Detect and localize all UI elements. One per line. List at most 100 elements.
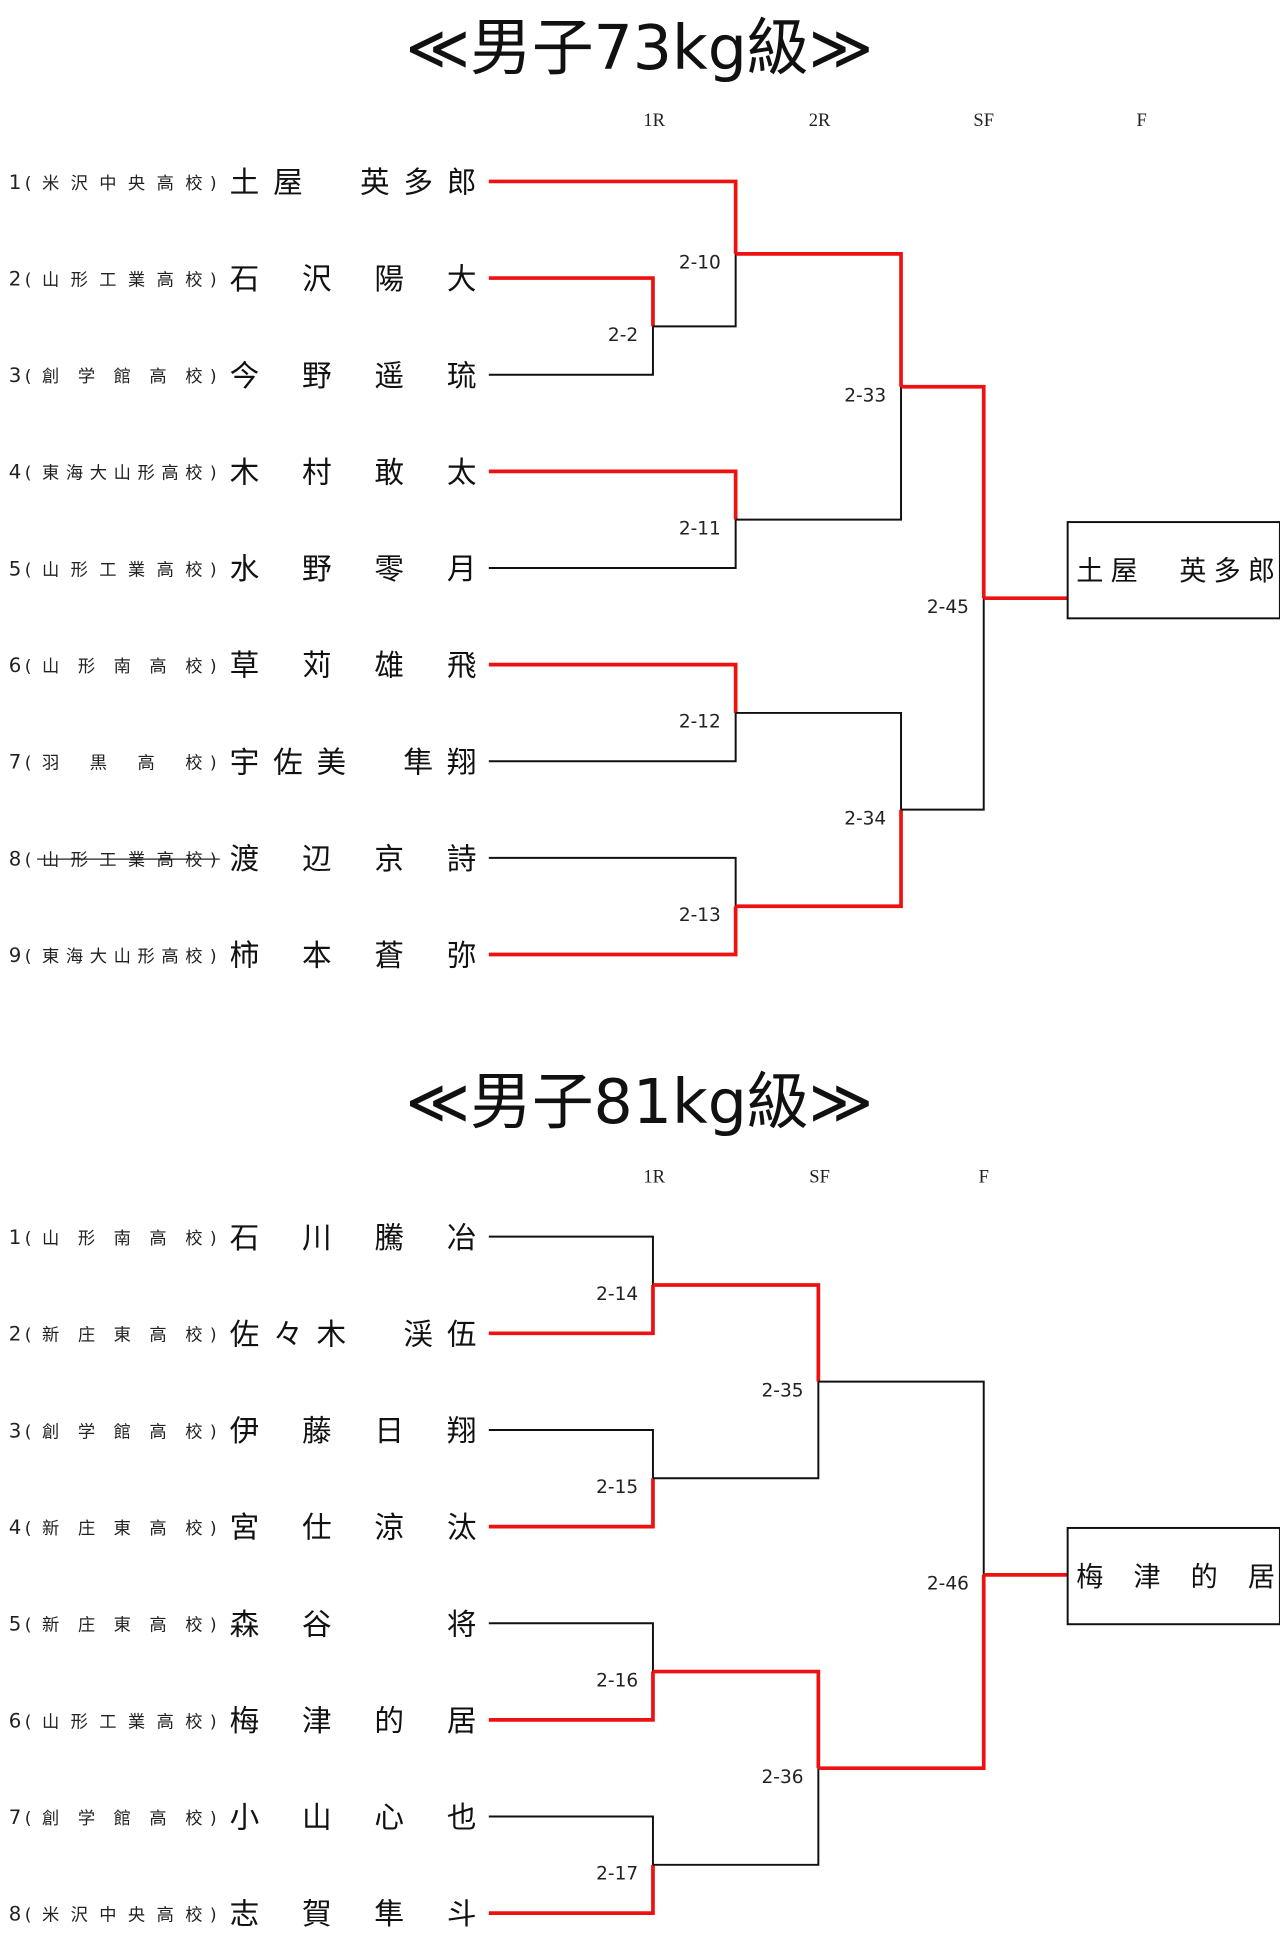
- school-name: 東海大山形高校: [42, 947, 202, 967]
- paren-open: (: [25, 850, 32, 870]
- seed-number: 2: [9, 267, 22, 290]
- paren-close: ): [210, 270, 217, 290]
- winner-line: [818, 1574, 986, 1771]
- seed-number: 1: [9, 1226, 22, 1249]
- match-2-34: 2-34: [735, 711, 903, 909]
- seed-number: 2: [9, 1323, 22, 1346]
- match-number: 2-2: [608, 325, 638, 346]
- paren-close: ): [210, 1422, 217, 1442]
- match-2-13: 2-13: [488, 856, 738, 957]
- match-2-12: 2-12: [488, 662, 738, 763]
- paren-close: ): [210, 367, 217, 387]
- school-name: 羽黒高校: [42, 754, 202, 774]
- athlete-name: 宇佐美 隼翔: [230, 745, 477, 779]
- seed-number: 5: [9, 1613, 22, 1636]
- match-number: 2-33: [844, 386, 886, 407]
- seed-number: 5: [9, 557, 22, 580]
- paren-open: (: [25, 1712, 32, 1732]
- match-2-36: 2-36: [652, 1669, 821, 1866]
- paren-close: ): [210, 1229, 217, 1249]
- winner-line: [735, 809, 903, 909]
- seed-number: 1: [9, 171, 22, 194]
- school-name: 新庄東高校: [42, 1616, 202, 1636]
- winner-line: [488, 469, 738, 520]
- paren-open: (: [25, 1809, 32, 1829]
- entry-row: 9(東海大山形高校)柿本蒼弥: [9, 939, 477, 973]
- paren-open: (: [25, 1906, 32, 1926]
- loser-line: [901, 598, 985, 811]
- entry-row: 7(創学館高校)小山心也: [9, 1801, 477, 1835]
- paren-open: (: [25, 1616, 32, 1636]
- champion-box: [1066, 521, 1280, 620]
- paren-open: (: [25, 174, 32, 194]
- entry-row: 4(東海大山形高校)木村敢太: [9, 455, 477, 489]
- seed-number: 9: [9, 944, 22, 967]
- athlete-name: 渡辺京詩: [230, 842, 477, 876]
- seed-number: 7: [9, 1806, 22, 1829]
- seed-number: 3: [9, 364, 22, 387]
- winner-line: [735, 252, 903, 387]
- paren-close: ): [210, 174, 217, 194]
- seed-number: 7: [9, 751, 22, 774]
- loser-line: [652, 1768, 820, 1866]
- athlete-name: 佐々木 渓伍: [230, 1317, 477, 1351]
- seed-number: 4: [9, 1516, 22, 1539]
- paren-close: ): [210, 1326, 217, 1346]
- school-name: 創学館高校: [42, 1422, 202, 1442]
- winner-line: [652, 1283, 821, 1382]
- winner-line: [488, 1284, 655, 1336]
- paren-open: (: [25, 947, 32, 967]
- bracket-title: ≪男子81kg級≫: [406, 1066, 874, 1138]
- athlete-name: 梅津的居: [230, 1704, 477, 1738]
- seed-number: 6: [9, 1709, 22, 1732]
- match-number: 2-10: [679, 253, 721, 274]
- winner-line: [488, 906, 738, 957]
- entry-row: 5( 新庄東高校) 森谷 将: [9, 1607, 477, 1641]
- athlete-name: 森谷 将: [230, 1607, 477, 1641]
- entry-row: 5(山形工業高校)水野零月: [9, 552, 477, 586]
- entry-row: 3(創学館高校)今野遥琉: [9, 359, 477, 393]
- school-name: 山形工業高校: [42, 1712, 202, 1732]
- round-header-sf: SF: [809, 1167, 830, 1187]
- paren-close: ): [210, 754, 217, 774]
- entry-row: 1(山形南高校)石川騰冶: [9, 1221, 477, 1255]
- paren-open: (: [25, 657, 32, 677]
- school-name: 山形工業高校: [42, 270, 202, 290]
- paren-open: (: [25, 1422, 32, 1442]
- athlete-name: 柿本蒼弥: [230, 939, 477, 973]
- school-name: 創学館高校: [42, 367, 202, 387]
- athlete-name: 志賀隼斗: [230, 1897, 477, 1931]
- match-2-2: 2-2: [488, 276, 655, 376]
- paren-open: (: [25, 560, 32, 580]
- winner-line: [488, 1864, 655, 1915]
- paren-close: ): [210, 657, 217, 677]
- paren-close: ): [210, 560, 217, 580]
- entry-row: 3(創学館高校)伊藤日翔: [9, 1414, 477, 1448]
- round-header-2r: 2R: [809, 111, 831, 131]
- winner-line: [488, 276, 655, 327]
- loser-line: [488, 856, 737, 907]
- bracket-title: ≪男子73kg級≫: [406, 12, 874, 84]
- loser-line: [488, 1622, 654, 1672]
- seed-number: 6: [9, 654, 22, 677]
- entry-row: 6(山形南高校)草苅雄飛: [9, 649, 477, 683]
- loser-line: [488, 1235, 654, 1285]
- loser-line: [735, 711, 903, 810]
- school-name: 新庄東高校: [42, 1326, 202, 1346]
- athlete-name: 木村敢太: [230, 455, 477, 489]
- match-number: 2-34: [844, 808, 886, 829]
- match-number: 2-13: [679, 905, 721, 926]
- seed-number: 8: [9, 1903, 22, 1926]
- paren-close: ): [210, 1616, 217, 1636]
- athlete-name: 小山心也: [230, 1801, 477, 1835]
- school-name: 山形工業高校: [42, 560, 202, 580]
- paren-open: (: [25, 1519, 32, 1539]
- athlete-name: 石川騰冶: [230, 1221, 477, 1255]
- entry-row: 2(山形工業高校)石沢陽大: [9, 262, 477, 296]
- entry-row: 4(新庄東高校)宮仕涼汰: [9, 1511, 477, 1545]
- paren-close: ): [210, 464, 217, 484]
- match-2-16: 2-16: [488, 1622, 655, 1722]
